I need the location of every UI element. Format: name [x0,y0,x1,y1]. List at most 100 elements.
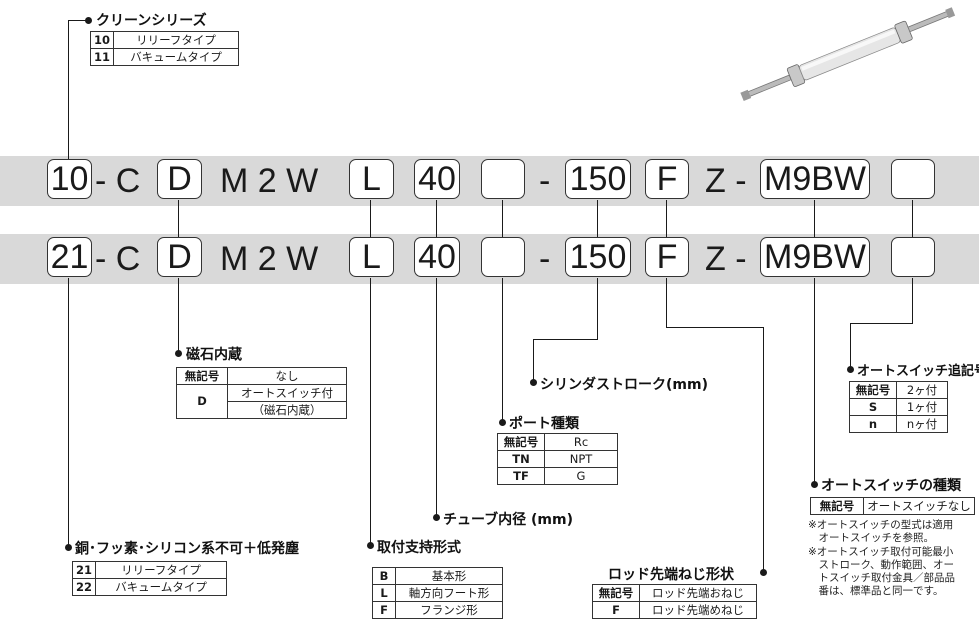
mount-box: L [349,237,394,277]
switch-type-table: 無記号オートスイッチなし [810,497,975,515]
stroke-box: 150 [565,237,631,277]
leader-bore [436,278,437,516]
count-box [891,237,935,277]
rod-thread-title: ロッド先端ねじ形状 [608,567,734,583]
rod-thread-box: F [645,237,689,277]
option-desc: nヶ付 [896,415,948,433]
leader-rod-v [666,278,667,328]
table-row: （磁石内蔵） [177,401,347,419]
option-desc: NPT [544,450,618,468]
leader-count-v2 [850,323,851,368]
leader-stroke-v [597,278,598,340]
leader-clean-h [68,20,86,21]
option-code: 10 [89,31,115,49]
leader-switch-between [814,200,815,242]
table-row: 無記号オートスイッチなし [810,497,975,515]
leader-dot-bore [433,514,440,521]
leader-stroke-between [597,200,598,242]
option-desc: バキュームタイプ [95,578,228,596]
magnet-box: D [157,159,202,199]
option-code: 21 [71,561,97,579]
clean-series-title: クリーンシリーズ [96,13,207,29]
leader-f-between [666,200,667,242]
option-code: L [372,584,396,602]
table-row: 無記号なし [176,367,347,385]
mounting-title: 取付支持形式 [377,540,461,556]
leader-dot-switch-type [811,481,818,488]
option-desc: フランジ形 [395,601,503,619]
leader-magnet [178,278,179,352]
leader-rod-h [666,327,763,328]
port-box [481,159,525,199]
code-z: Z - [705,162,747,200]
option-desc: 2ヶ付 [896,381,948,399]
leader-count-v [912,278,913,324]
leader-count-between [912,200,913,242]
bore-title: チューブ内径 (mm) [443,512,574,528]
option-code: 11 [89,48,115,66]
option-code: B [372,567,396,585]
bore-box: 40 [414,237,460,277]
option-code: 無記号 [849,381,897,399]
bore-box: 40 [414,159,460,199]
option-desc: ロッド先端おねじ [639,584,757,602]
leader-dot-mount [367,542,374,549]
switch-note-5: トスイッチ取付金具／部品品 [808,572,955,584]
switch-count-title: オートスイッチ追記号 [857,364,979,379]
port-title: ポート種類 [509,416,579,432]
option-code: TN [497,450,545,468]
prefix-box: 10 [47,159,92,199]
option-desc: なし [227,367,347,385]
option-desc: 軸方向フート形 [395,584,503,602]
leader-dot-magnet [175,350,182,357]
option-code: D [176,384,228,419]
model-code-row-bottom: 21 - C D M 2 W L 40 - 150 F Z - M9BW [0,234,979,284]
leader-rod-v2 [763,327,764,571]
option-desc: 基本形 [395,567,503,585]
copper-free-title: 銅･フッ素･シリコン系不可＋低発塵 [75,541,299,557]
leader-dot-rod [760,569,767,576]
prefix-box: 21 [47,237,92,277]
stroke-box: 150 [565,159,631,199]
option-desc: G [544,467,618,485]
option-desc: リリーフタイプ [113,31,240,49]
cylinder-illustration [740,7,956,102]
option-code: n [849,415,897,433]
rod-thread-box: F [645,159,689,199]
leader-l-between [370,200,371,242]
leader-port [502,278,503,421]
option-desc: リリーフタイプ [95,561,228,579]
code-dash: - [539,162,551,200]
leader-count-h [850,323,913,324]
option-code: 無記号 [592,584,640,602]
option-code: TF [497,467,545,485]
code-z: Z - [705,240,747,278]
leader-stroke-v2 [533,339,534,381]
option-code: F [592,601,640,619]
option-desc: （磁石内蔵） [227,401,347,419]
leader-dot-clean [85,17,92,24]
model-code-row-top: 10 - C D M 2 W L 40 - 150 F Z - M9BW [0,156,979,206]
option-desc: バキュームタイプ [113,48,240,66]
switch-note-1: ※オートスイッチの型式は適用 [808,519,954,531]
leader-stroke-h [533,339,598,340]
leader-dot-stroke [530,379,537,386]
option-code: F [372,601,396,619]
table-row: 無記号ロッド先端おねじ [592,584,757,602]
switch-note-3: ※オートスイッチ取付可能最小 [808,546,954,558]
